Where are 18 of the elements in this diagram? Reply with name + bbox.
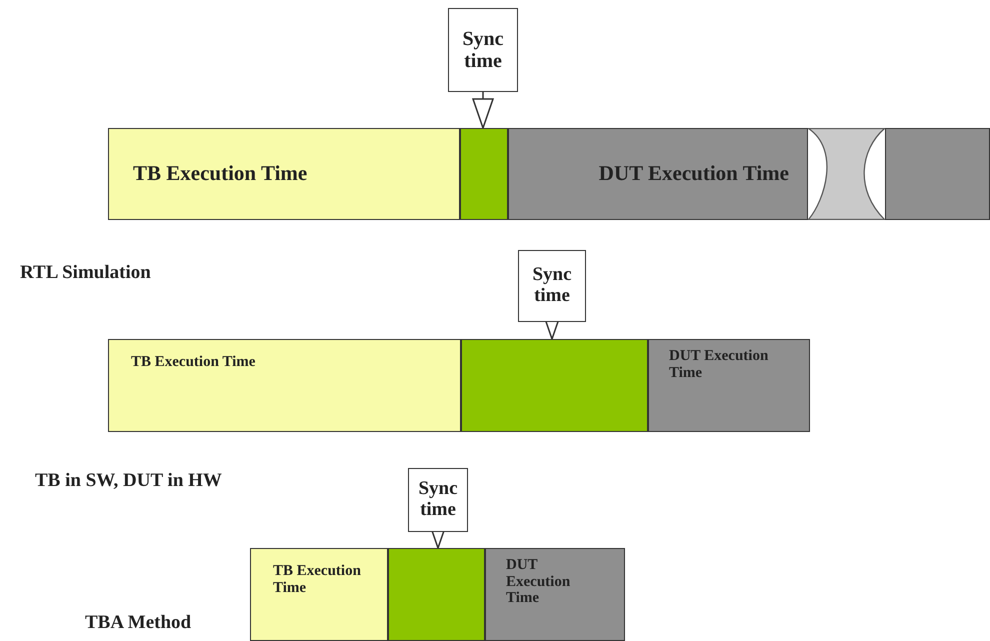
time-segment-bar: TB Execution Time bbox=[250, 548, 388, 641]
row-title: TB in SW, DUT in HW bbox=[35, 470, 222, 492]
time-segment-bar: DUT Execution Time bbox=[508, 128, 808, 220]
time-segment-bar bbox=[388, 548, 485, 641]
row-title: TBA Method bbox=[85, 612, 192, 634]
time-segment-bar bbox=[885, 128, 990, 220]
time-segment-bar bbox=[461, 339, 648, 432]
break-mark bbox=[808, 128, 885, 220]
row-title: RTL Simulation bbox=[20, 262, 151, 284]
time-segment-bar bbox=[460, 128, 508, 220]
callout-box: Sync time bbox=[408, 468, 468, 532]
time-segment-bar: DUT Execution Time bbox=[485, 548, 625, 641]
arrow bbox=[472, 92, 494, 129]
time-segment-bar: DUT Execution Time bbox=[648, 339, 810, 432]
time-segment-bar: TB Execution Time bbox=[108, 339, 461, 432]
time-segment-bar: TB Execution Time bbox=[108, 128, 460, 220]
callout-box: Sync time bbox=[448, 8, 518, 92]
callout-box: Sync time bbox=[518, 250, 586, 322]
